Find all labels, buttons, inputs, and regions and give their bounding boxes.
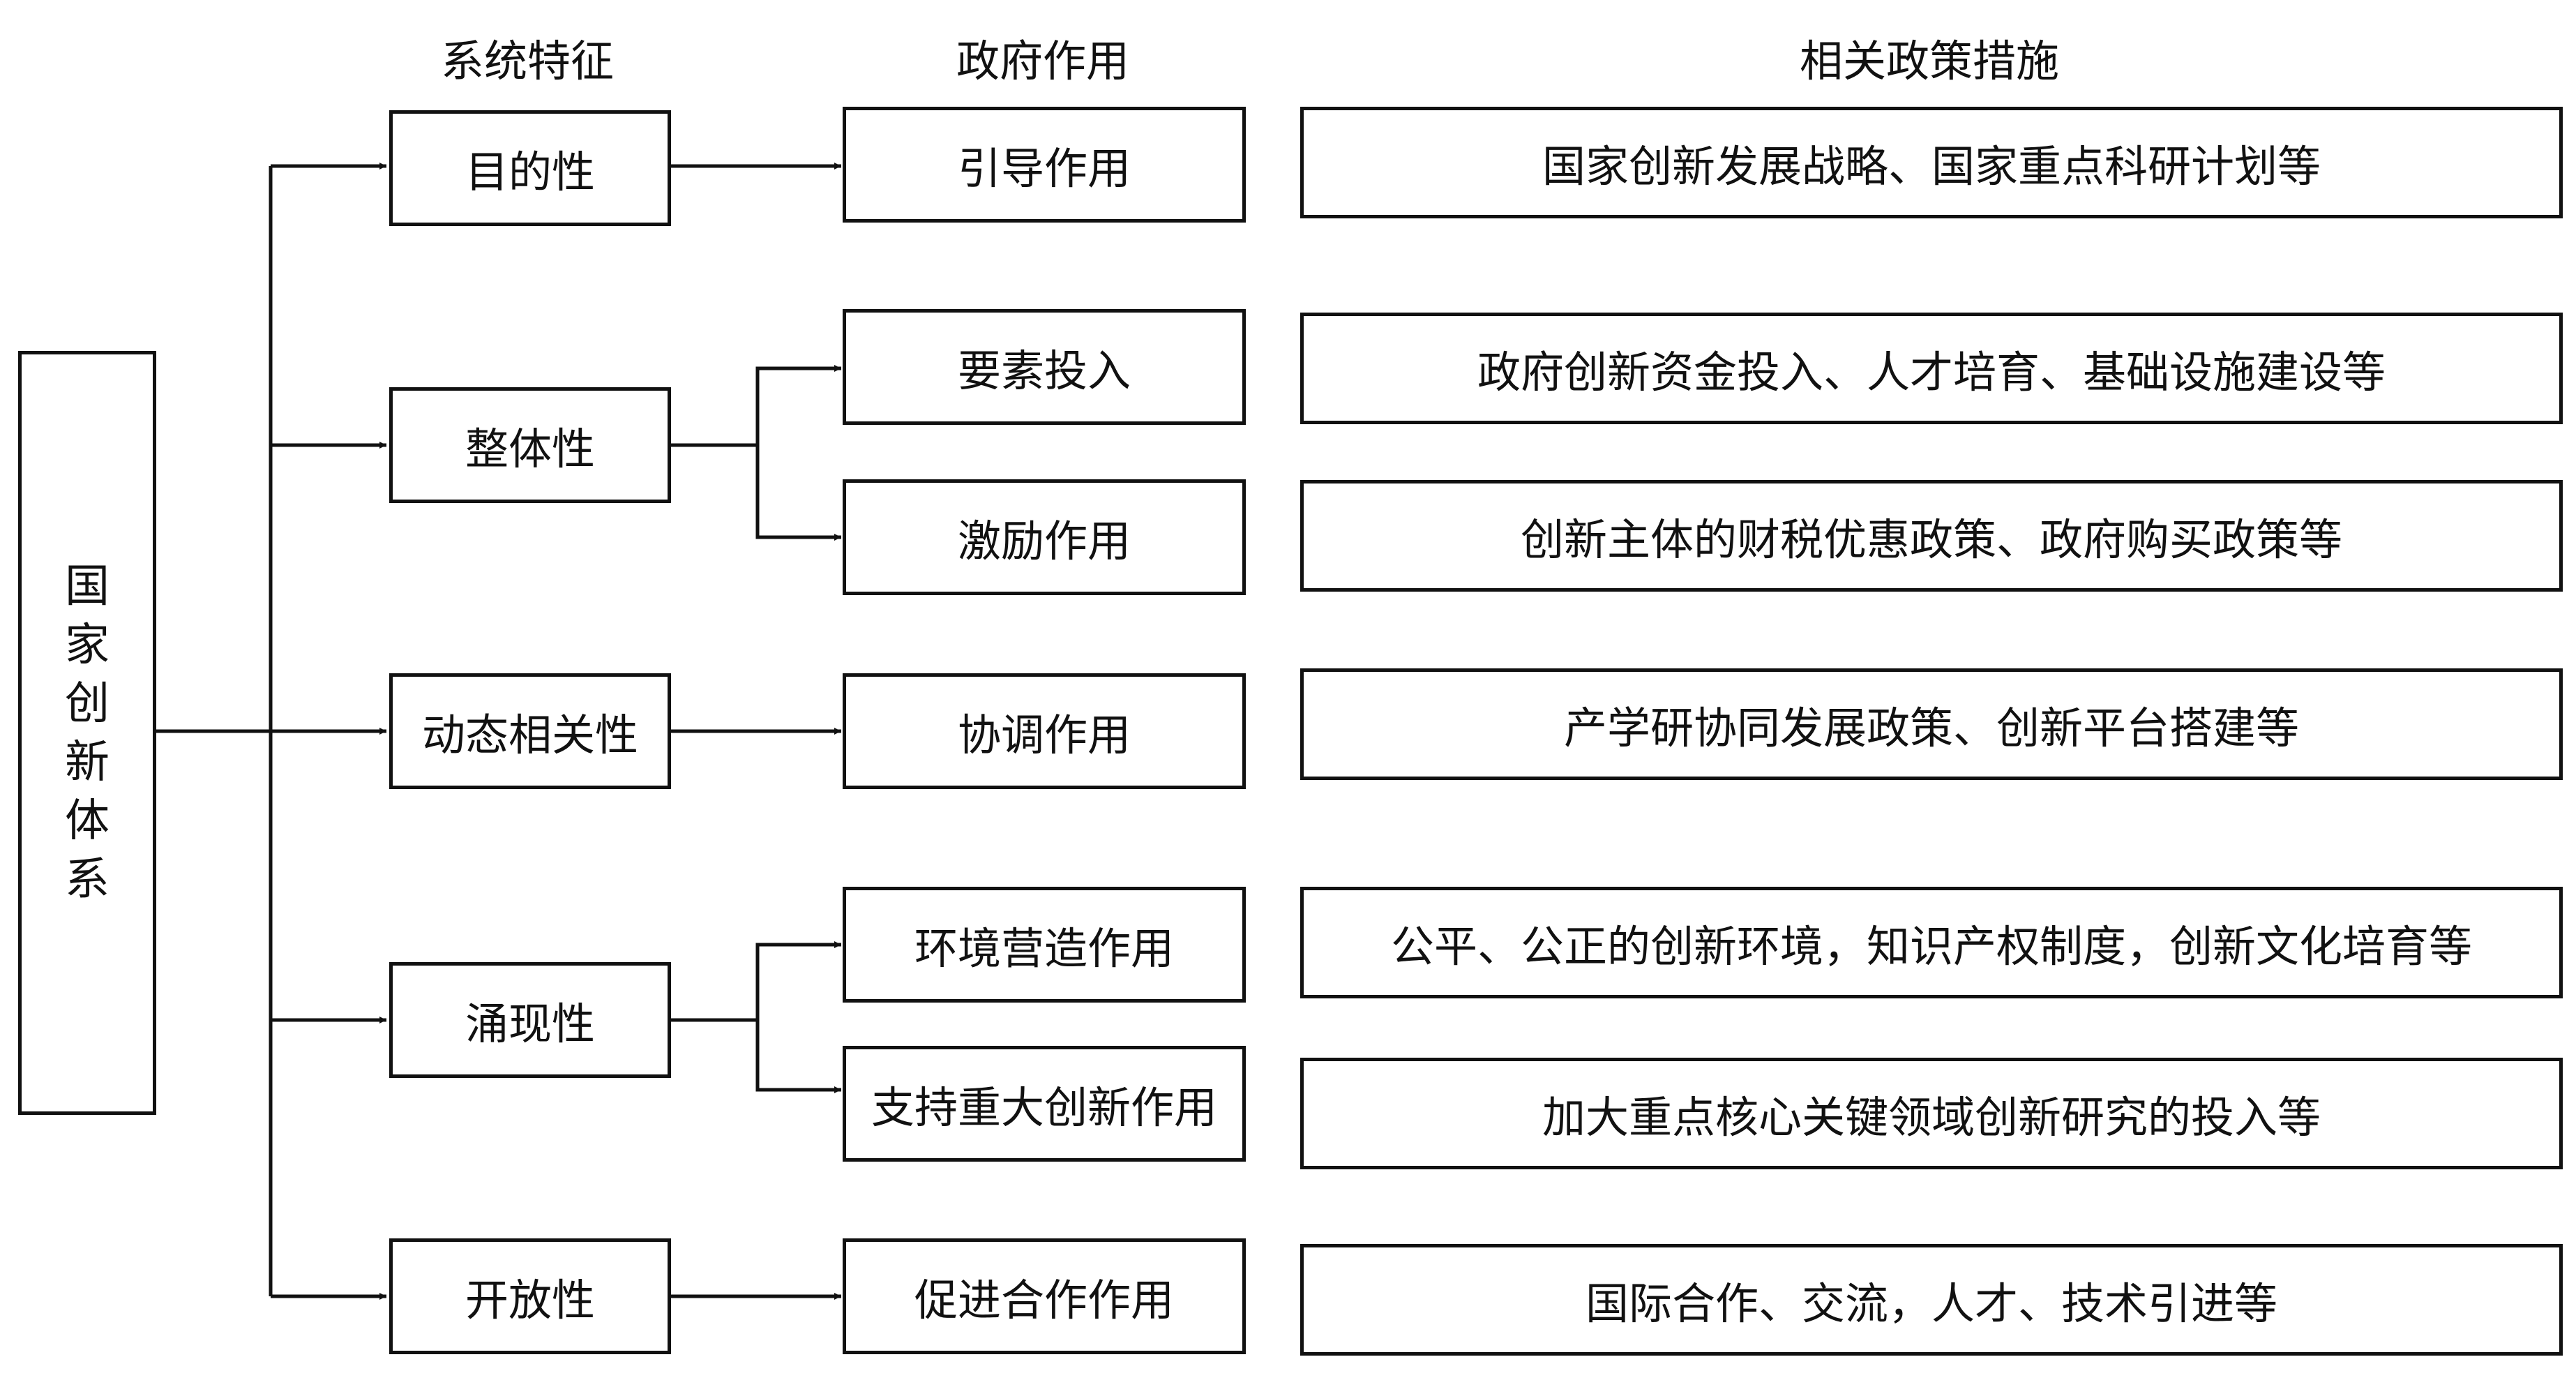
root-char: 新: [65, 736, 110, 788]
role-node-guidance: 引导作用: [843, 107, 1246, 223]
root-char: 系: [65, 853, 110, 906]
root-node-national-innovation-system: 国 家 创 新 体 系: [18, 351, 156, 1115]
integrity-branch: [671, 365, 841, 447]
role-node-incentive: 激励作用: [843, 479, 1246, 595]
policy-node-cooperation-promotion: 国际合作、交流，人才、技术引进等: [1300, 1244, 2563, 1356]
root-char: 创: [65, 677, 110, 730]
policy-node-environment-building: 公平、公正的创新环境，知识产权制度，创新文化培育等: [1300, 887, 2563, 998]
policy-node-guidance: 国家创新发展战略、国家重点科研计划等: [1300, 107, 2563, 218]
root-char: 国: [65, 560, 110, 613]
feature-node-integrity: 整体性: [389, 387, 671, 503]
feature-node-dynamic-correlation: 动态相关性: [389, 673, 671, 789]
policy-node-coordination: 产学研协同发展政策、创新平台搭建等: [1300, 668, 2563, 780]
header-policies: 相关政策措施: [1799, 36, 2059, 87]
feature-node-emergence: 涌现性: [389, 962, 671, 1078]
role-node-environment-building: 环境营造作用: [843, 887, 1246, 1003]
policy-node-major-innovation-support: 加大重点核心关键领域创新研究的投入等: [1300, 1058, 2563, 1169]
role-node-major-innovation-support: 支持重大创新作用: [843, 1046, 1246, 1162]
emergence-branch: [671, 941, 841, 1022]
role-node-coordination: 协调作用: [843, 673, 1246, 789]
emergence-branch-lower: [755, 1020, 841, 1093]
feature-node-purpose: 目的性: [389, 110, 671, 226]
role-node-cooperation-promotion: 促进合作作用: [843, 1238, 1246, 1354]
header-roles: 政府作用: [956, 36, 1129, 87]
header-features: 系统特征: [440, 36, 614, 87]
feature-node-openness: 开放性: [389, 1238, 671, 1354]
policy-node-factor-input: 政府创新资金投入、人才培育、基础设施建设等: [1300, 313, 2563, 424]
root-char: 体: [65, 795, 110, 847]
integrity-branch-lower: [755, 445, 841, 541]
root-char: 家: [65, 619, 110, 671]
policy-node-incentive: 创新主体的财税优惠政策、政府购买政策等: [1300, 480, 2563, 592]
role-node-factor-input: 要素投入: [843, 309, 1246, 425]
